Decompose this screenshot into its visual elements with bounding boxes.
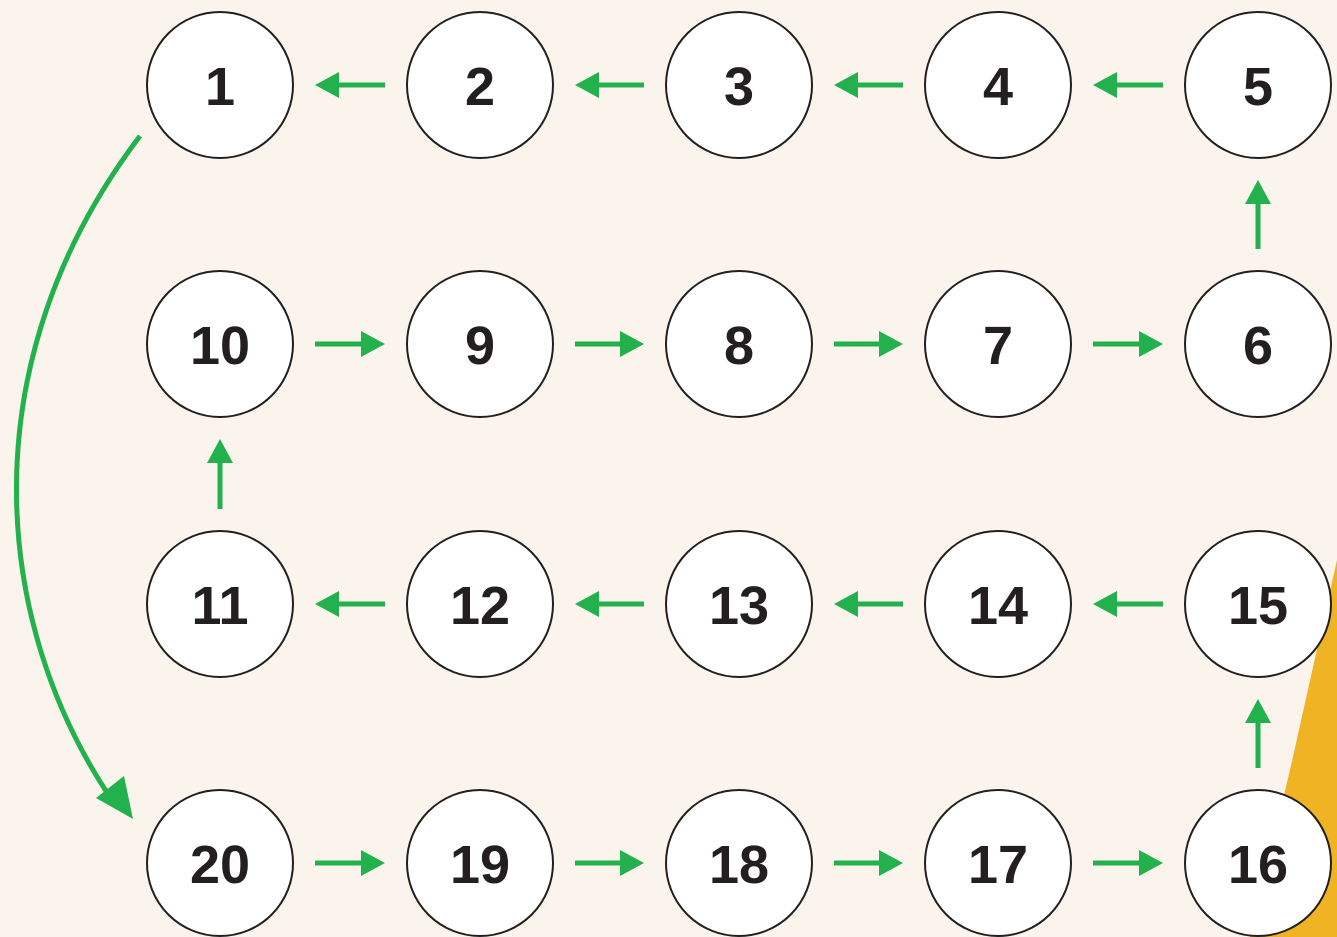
node-15: 15: [1185, 531, 1331, 677]
node-1: 1: [147, 12, 293, 158]
node-label: 14: [968, 576, 1028, 636]
node-7: 7: [925, 271, 1071, 417]
node-label: 5: [1243, 57, 1273, 117]
node-label: 19: [450, 835, 510, 895]
node-label: 13: [709, 576, 769, 636]
node-label: 15: [1228, 576, 1288, 636]
node-11: 11: [147, 531, 293, 677]
node-label: 9: [465, 316, 495, 376]
node-label: 20: [190, 835, 250, 895]
node-label: 11: [191, 576, 248, 636]
node-4: 4: [925, 12, 1071, 158]
node-label: 2: [465, 57, 495, 117]
node-9: 9: [407, 271, 553, 417]
node-14: 14: [925, 531, 1071, 677]
node-10: 10: [147, 271, 293, 417]
node-label: 4: [983, 57, 1013, 117]
node-label: 7: [983, 316, 1013, 376]
node-13: 13: [666, 531, 812, 677]
node-8: 8: [666, 271, 812, 417]
node-19: 19: [407, 790, 553, 936]
node-label: 6: [1243, 316, 1273, 376]
node-label: 18: [709, 835, 769, 895]
node-label: 10: [190, 316, 250, 376]
node-12: 12: [407, 531, 553, 677]
node-6: 6: [1185, 271, 1331, 417]
node-16: 16: [1185, 790, 1331, 936]
node-label: 16: [1228, 835, 1288, 895]
node-2: 2: [407, 12, 553, 158]
node-3: 3: [666, 12, 812, 158]
node-label: 3: [724, 57, 754, 117]
node-5: 5: [1185, 12, 1331, 158]
node-label: 12: [450, 576, 510, 636]
node-18: 18: [666, 790, 812, 936]
node-label: 1: [205, 57, 235, 117]
node-20: 20: [147, 790, 293, 936]
node-label: 8: [724, 316, 754, 376]
node-label: 17: [968, 835, 1028, 895]
node-17: 17: [925, 790, 1071, 936]
